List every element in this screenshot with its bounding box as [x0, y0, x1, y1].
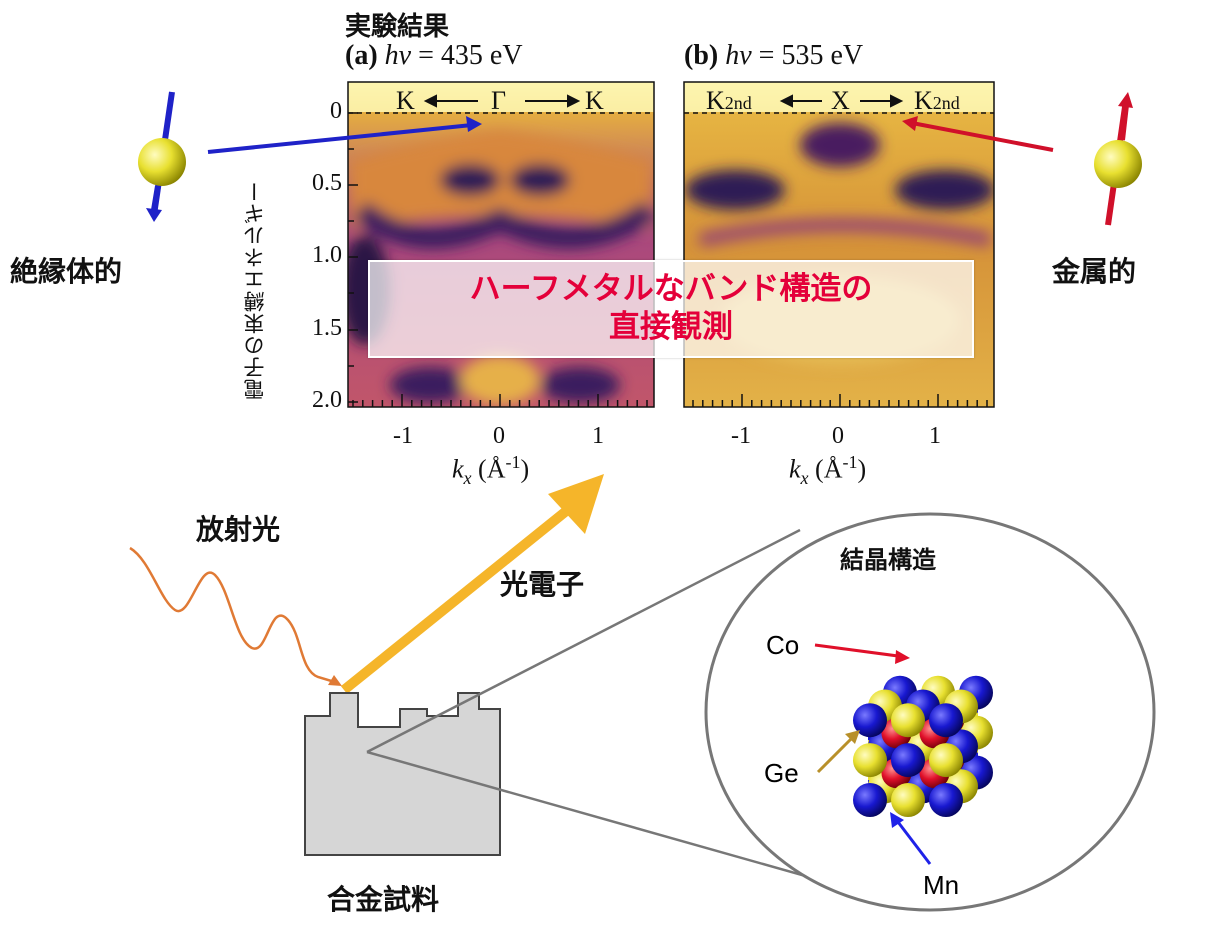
- x-tick-b: 0: [832, 423, 844, 449]
- panel-a-heading: (a) hv = 435 eV: [345, 40, 523, 72]
- metallic-label: 金属的: [1052, 255, 1137, 288]
- mn-atom: [891, 743, 925, 778]
- ge-atom: [853, 743, 887, 778]
- panel-b-energy: = 535 eV: [758, 40, 864, 71]
- co-pointer: [814, 643, 899, 658]
- y-tick: 2.0: [312, 387, 342, 413]
- callout-line-2: 直接観測: [609, 309, 733, 345]
- zoom-line-top: [366, 528, 801, 754]
- figure-title: 実験結果: [345, 12, 450, 42]
- arpes-panel-a: [348, 82, 654, 407]
- half-metal-callout: ハーフメタルなバンド構造の 直接観測: [368, 260, 974, 358]
- x-tick-a: 0: [493, 423, 505, 449]
- k-letter: K: [706, 86, 725, 115]
- insulating-pointer-arrow: [207, 123, 473, 154]
- alloy-sample: [304, 692, 501, 856]
- ge-pointer: [816, 736, 854, 774]
- x-close: ): [520, 454, 530, 484]
- radiation-label: 放射光: [196, 513, 281, 546]
- mn-pointer: [896, 821, 932, 865]
- x-sub: x: [463, 467, 472, 488]
- y-tick: 0.5: [312, 170, 342, 196]
- insulating-label: 絶縁体的: [10, 255, 123, 288]
- sample-label: 合金試料: [327, 883, 440, 916]
- arpes-panel-b: [684, 82, 994, 407]
- panel-b-heading: (b) hv = 535 eV: [684, 40, 863, 72]
- radiation-wave: [129, 546, 339, 685]
- ge-atom: [891, 783, 925, 817]
- panel-b-hv: hv: [725, 40, 752, 71]
- x-exp: -1: [842, 452, 858, 472]
- x-exp: -1: [505, 452, 521, 472]
- photoelectron-label: 光電子: [500, 568, 585, 601]
- y-tick: 1.0: [312, 242, 342, 268]
- y-axis-ticks: 0 0.5 1.0 1.5 2.0: [270, 0, 342, 420]
- path-label-a-left: K: [396, 86, 415, 115]
- x-sub: x: [800, 467, 809, 488]
- ge-label: Ge: [764, 758, 799, 788]
- path-label-b-left: K2nd: [706, 86, 752, 116]
- x-unit: (Å: [478, 454, 506, 484]
- mn-atom: [929, 783, 963, 817]
- y-tick: 0: [330, 98, 342, 124]
- callout-line-1: ハーフメタルなバンド構造の: [469, 271, 873, 307]
- x-k: k: [789, 454, 801, 484]
- y-axis-label: 電子の束縛エネルギー: [243, 180, 267, 400]
- x-unit: (Å: [815, 454, 843, 484]
- zoom-line-bottom: [366, 750, 863, 894]
- crystal-structure: [853, 675, 993, 817]
- spin-up-electron: [1094, 92, 1142, 226]
- path-arrows: [423, 94, 904, 108]
- y-tick: 1.5: [312, 315, 342, 341]
- panel-a-label: (a): [345, 40, 378, 71]
- x-tick-a: -1: [393, 423, 413, 449]
- ge-atom: [929, 743, 963, 778]
- ge-atom: [891, 703, 925, 738]
- path-label-a-right: K: [585, 86, 604, 115]
- path-label-b-center: X: [831, 86, 850, 115]
- x-tick-b: -1: [731, 423, 751, 449]
- panel-b-label: (b): [684, 40, 719, 71]
- k-letter: K: [914, 86, 933, 115]
- x-k: k: [452, 454, 464, 484]
- x-tick-a: 1: [592, 423, 604, 449]
- mn-atom: [929, 703, 963, 738]
- panel-a-energy: = 435 eV: [418, 40, 523, 71]
- mn-atom: [853, 703, 887, 738]
- path-label-a-center: Γ: [491, 86, 507, 115]
- path-label-b-right: K2nd: [914, 86, 960, 116]
- axis-ticks: [348, 112, 358, 403]
- k-subscript: 2nd: [724, 93, 752, 113]
- spin-down-electron: [138, 91, 186, 222]
- mn-atom: [853, 783, 887, 817]
- k-subscript: 2nd: [932, 93, 960, 113]
- crystal-title: 結晶構造: [840, 546, 936, 574]
- panel-a-hv: hv: [384, 40, 412, 71]
- x-axis-label-b: kx (Å-1): [789, 452, 866, 490]
- co-label: Co: [766, 630, 800, 660]
- photoelectron-arrow: [340, 504, 574, 694]
- x-close: ): [857, 454, 867, 484]
- x-axis-minor-ticks: [352, 394, 988, 407]
- x-tick-b: 1: [929, 423, 941, 449]
- x-axis-label-a: kx (Å-1): [452, 452, 529, 490]
- mn-label: Mn: [923, 870, 960, 900]
- metallic-pointer-arrow: [911, 121, 1054, 152]
